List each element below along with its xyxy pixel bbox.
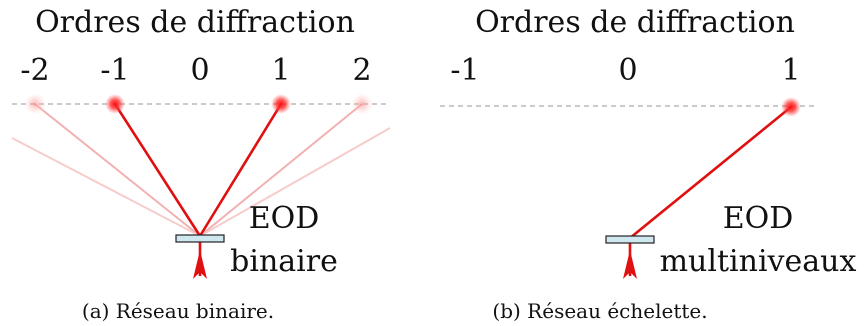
panel-a-beam-order-minus3 (11, 137, 201, 237)
panel-b-eod-label-line2: multiniveaux (660, 244, 857, 279)
panel-a: Ordres de diffraction -2 -1 0 1 2 EOD bi… (11, 5, 391, 323)
panel-b-beam-order-plus1 (629, 105, 792, 240)
panel-a-heading: Ordres de diffraction (35, 5, 355, 40)
panel-b-eod-element (605, 235, 655, 244)
panel-a-beam-order-plus1 (198, 103, 283, 237)
panel-b-incident-arrow-icon (623, 250, 637, 279)
panel-b-caption: (b) Réseau échelette. (492, 299, 707, 323)
panel-a-eod-element (175, 234, 225, 243)
panel-a-order-label: 1 (271, 53, 290, 88)
panel-b: Ordres de diffraction -1 0 1 EOD multini… (440, 5, 856, 323)
panel-a-beam-order-minus2 (34, 103, 201, 237)
panel-b-order-label: 0 (618, 53, 637, 88)
panel-a-spot-minus1 (105, 94, 125, 114)
panel-a-incident-arrow-icon (193, 250, 207, 279)
panel-a-order-label: -2 (20, 53, 49, 88)
panel-a-spot-plus2 (351, 93, 373, 115)
panel-a-order-label: 0 (190, 53, 209, 88)
panel-b-spot-plus1 (781, 97, 801, 117)
panel-b-order-label: 1 (781, 53, 800, 88)
panel-a-order-label: 2 (352, 53, 371, 88)
panel-a-caption: (a) Réseau binaire. (82, 299, 274, 323)
panel-a-beam-order-plus3 (199, 127, 391, 237)
panel-a-spot-minus2 (24, 93, 46, 115)
panel-a-order-label: -1 (100, 53, 129, 88)
panel-b-eod-label-line1: EOD (723, 201, 794, 236)
panel-a-beam-order-plus2 (199, 103, 363, 237)
panel-a-spot-plus1 (271, 94, 291, 114)
panel-b-order-label: -1 (450, 53, 479, 88)
panel-a-eod-label-line1: EOD (249, 201, 320, 236)
panel-a-eod-label-line2: binaire (230, 244, 338, 279)
panel-b-heading: Ordres de diffraction (475, 5, 795, 40)
panel-a-beam-order-minus1 (113, 103, 202, 237)
